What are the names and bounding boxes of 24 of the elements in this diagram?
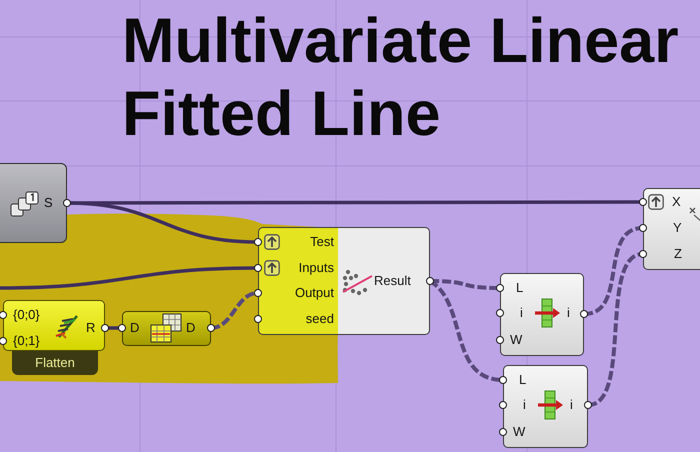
- diagram-title: Multivariate Linear Fitted Line: [122, 5, 680, 151]
- port-label: {0;1}: [13, 333, 40, 349]
- port-label: L: [516, 280, 524, 296]
- port-label: seed: [304, 311, 334, 327]
- port-label: i: [570, 397, 573, 413]
- port-label: R: [86, 320, 96, 336]
- port-label: Z: [674, 246, 682, 262]
- port-label: Inputs: [298, 260, 334, 276]
- port-label: W: [513, 424, 526, 440]
- port-label: X: [672, 194, 681, 210]
- port-label: Test: [309, 234, 334, 250]
- port-label: i: [567, 305, 570, 321]
- port-label: Result: [374, 273, 411, 289]
- component-name-tab: Flatten: [12, 351, 98, 375]
- port-label: {0;0}: [13, 307, 40, 323]
- port-label: W: [510, 332, 522, 348]
- port-label: S: [44, 195, 53, 211]
- port-label: Y: [673, 220, 682, 236]
- port-label: i: [520, 305, 523, 321]
- port-label: D: [130, 320, 140, 336]
- port-label: i: [523, 397, 526, 413]
- port-label: L: [519, 372, 526, 388]
- port-label: Output: [294, 285, 334, 301]
- port-label: D: [186, 320, 196, 336]
